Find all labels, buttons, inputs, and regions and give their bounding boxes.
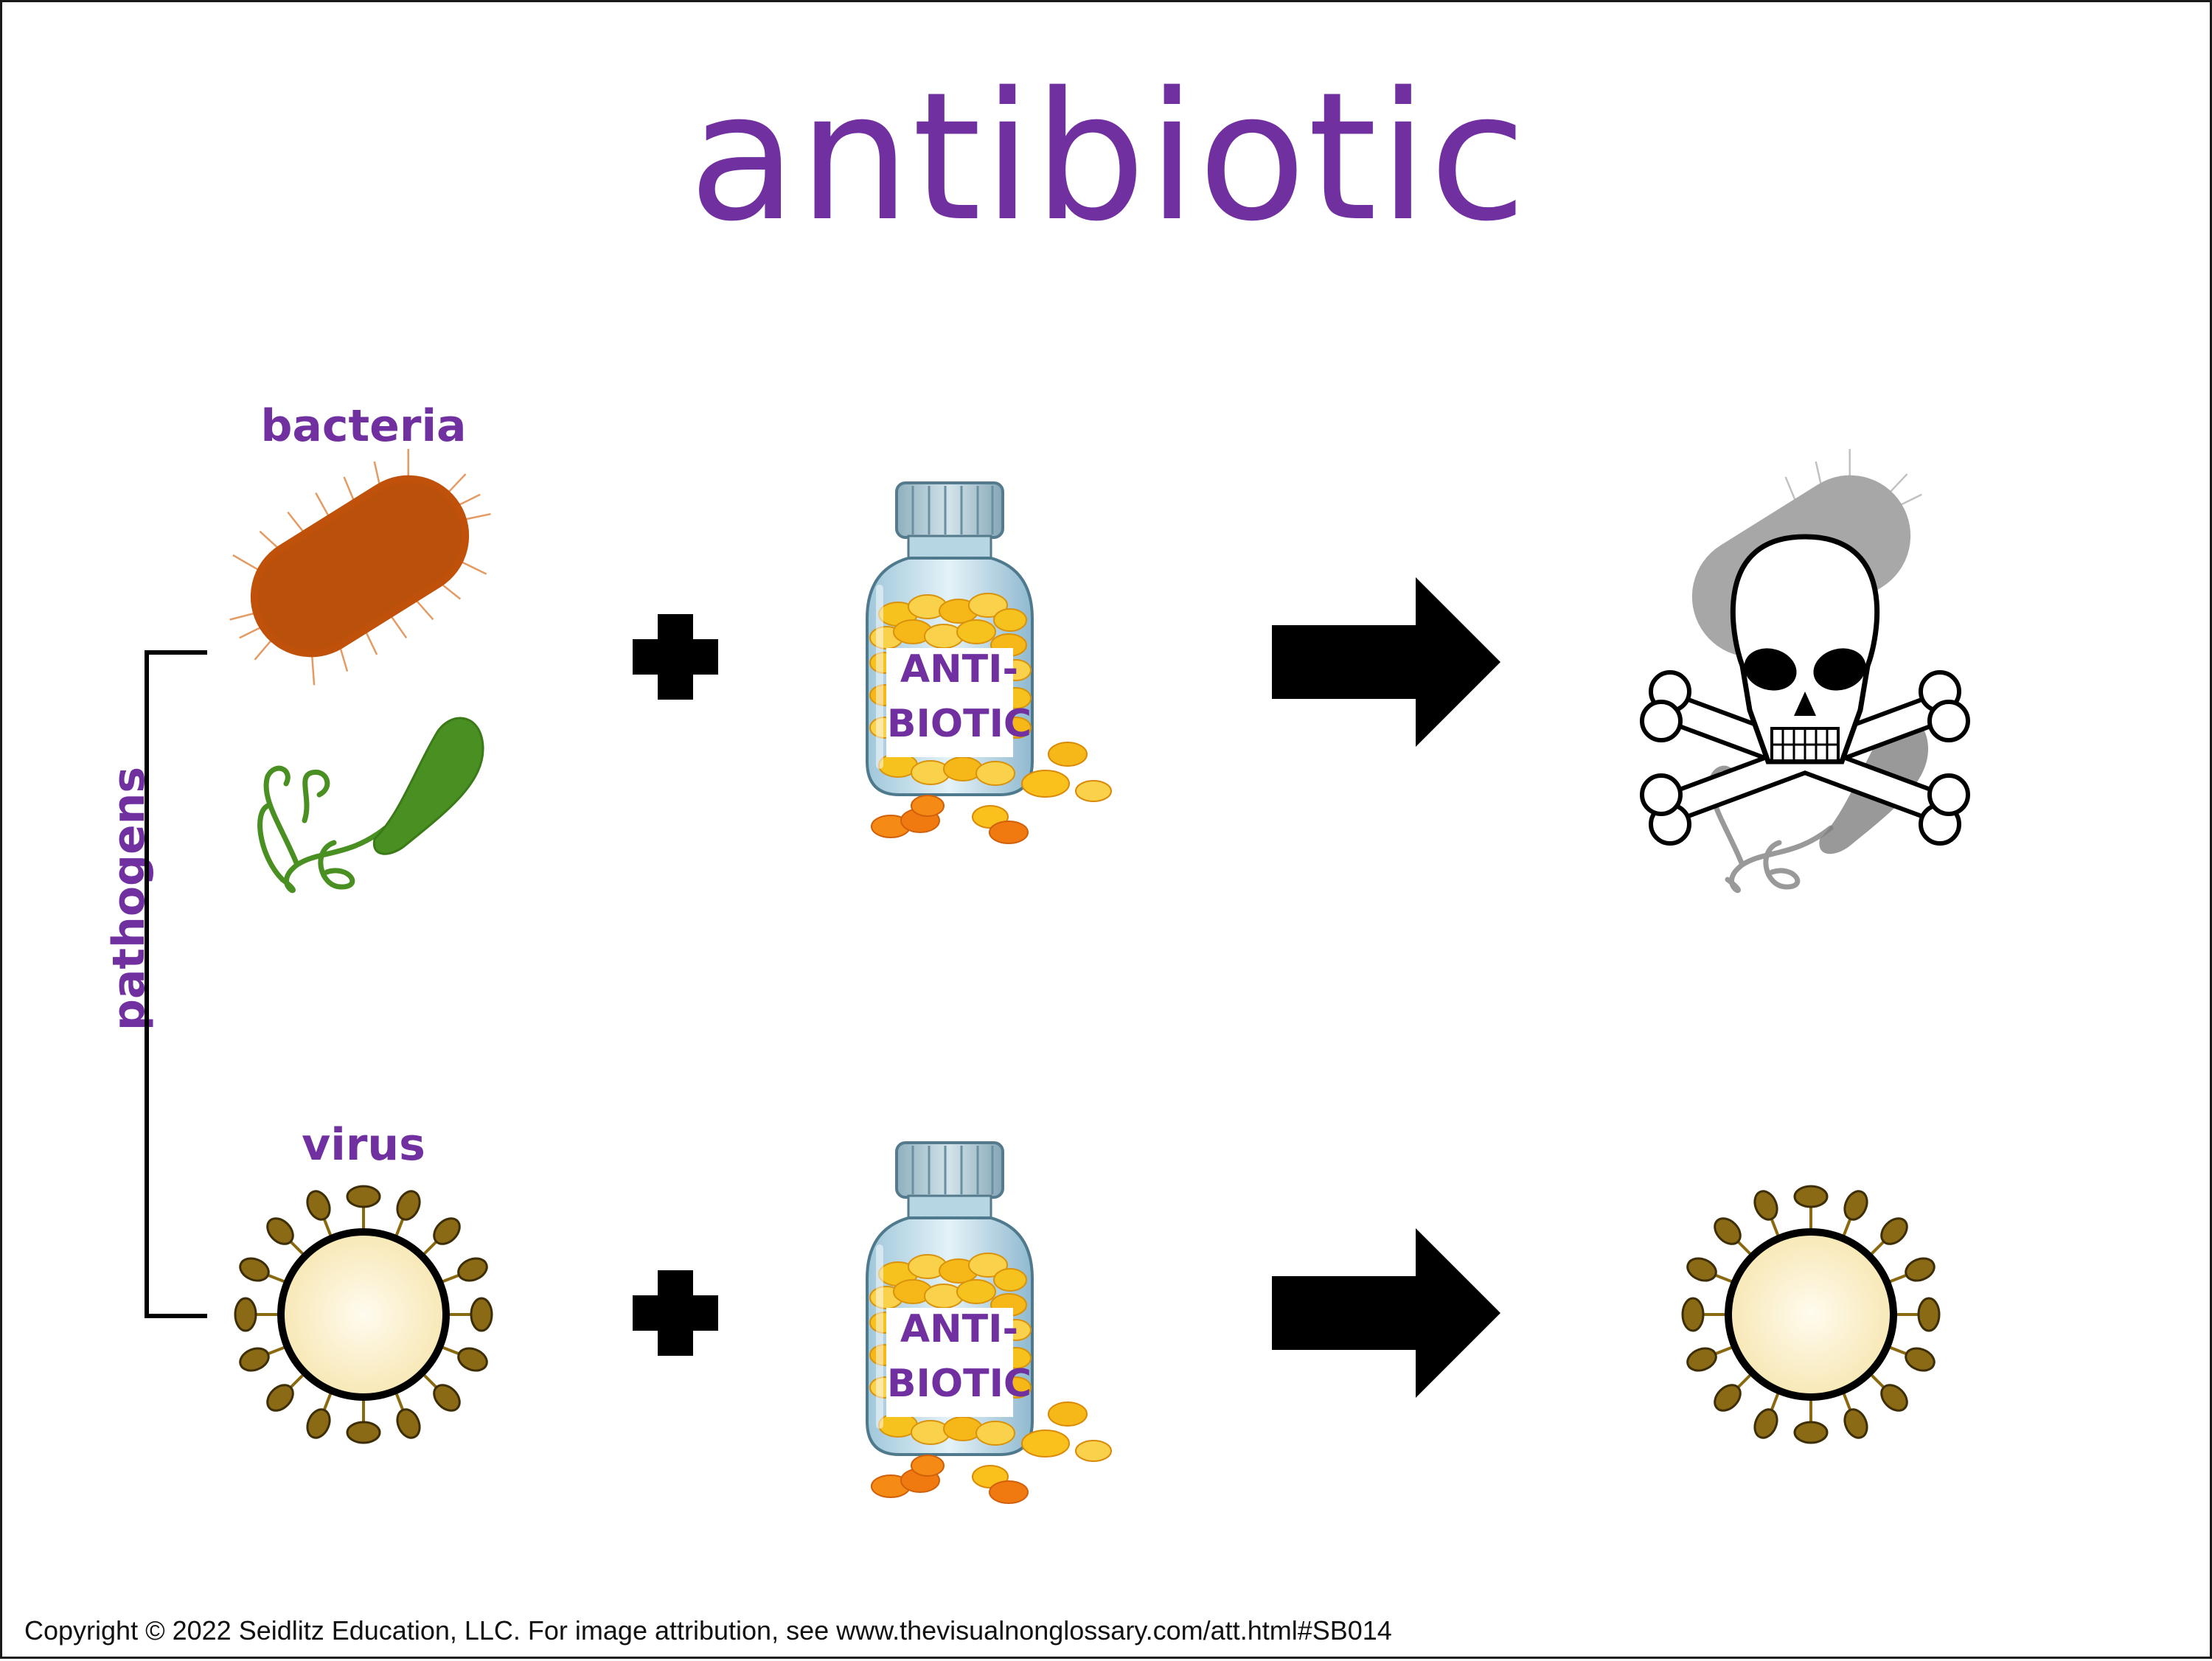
rod-bacterium-icon [229,449,491,686]
helicobacter-bacterium-icon [257,717,484,894]
bottle-label-line1: ANTI- [900,647,1018,692]
plus-icon [633,614,718,700]
pathogens-bracket [145,650,207,1318]
skull-crossbones-icon [1640,534,1970,846]
bottle-label-line2: BIOTIC [887,702,1032,746]
virus-icon [235,1186,492,1443]
right-arrow-icon [1272,577,1500,747]
page-title: antibiotic [688,54,1528,260]
virus-icon [1683,1186,1939,1443]
right-arrow-icon [1272,1228,1500,1398]
copyright-notice: Copyright © 2022 Seidlitz Education, LLC… [24,1615,1392,1646]
virus-label: virus [302,1119,425,1171]
plus-icon [633,1270,718,1356]
bottle-label-line2: BIOTIC [887,1362,1032,1406]
bottle-label-line1: ANTI- [900,1307,1018,1351]
bacteria-label: bacteria [260,400,467,452]
